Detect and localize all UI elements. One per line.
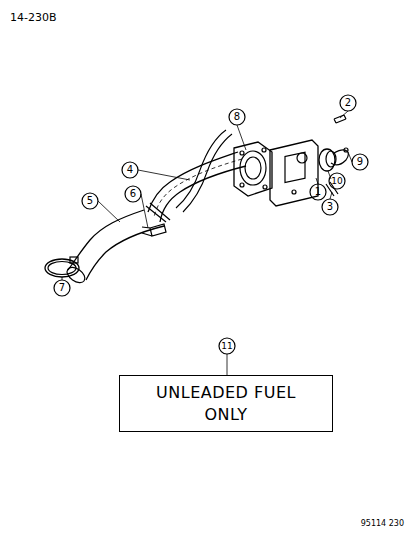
warning-label: UNLEADED FUEL ONLY: [119, 375, 333, 432]
callout-number: 9: [357, 157, 363, 167]
callout-number: 3: [327, 202, 333, 212]
callout-number: 7: [59, 283, 65, 293]
callout-number: 11: [221, 342, 232, 351]
callout-number: 1: [315, 187, 321, 197]
figure-code: 95114 230: [361, 520, 404, 528]
callout-number: 5: [87, 196, 93, 206]
callout-number: 6: [130, 189, 136, 199]
figure-code: 14-230B: [10, 12, 57, 23]
callout-number: 4: [127, 165, 133, 175]
callout-number: 2: [345, 98, 351, 108]
callout-number: 10: [331, 177, 342, 186]
callout-number: 8: [234, 112, 240, 122]
label-text: UNLEADED FUEL ONLY: [146, 382, 306, 425]
